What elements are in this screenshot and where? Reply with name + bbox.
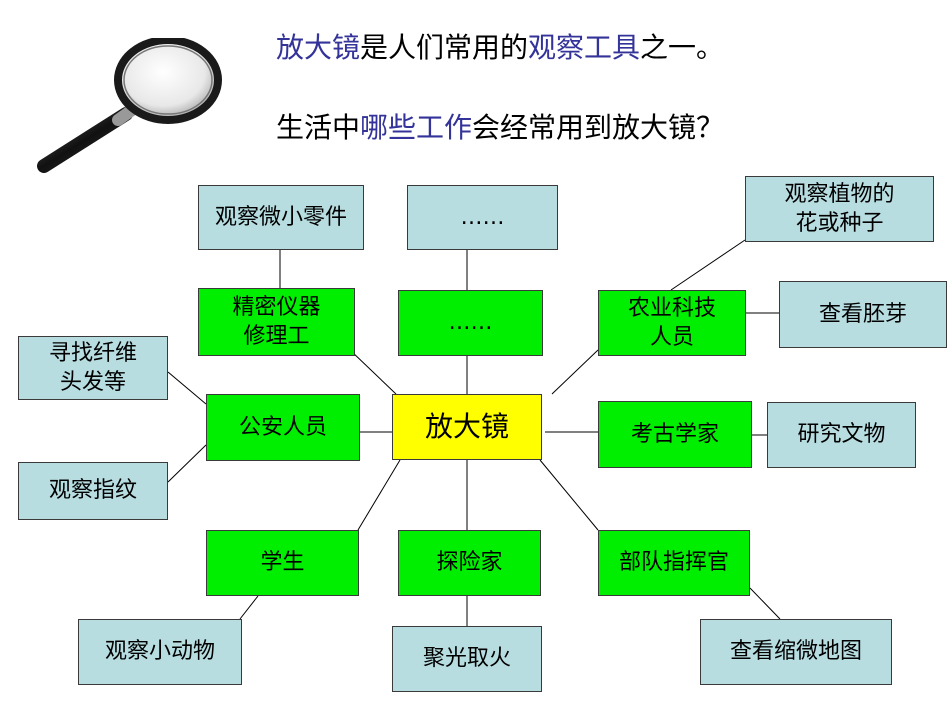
title-line-1: 放大镜是人们常用的观察工具之一。 bbox=[276, 34, 724, 62]
title-highlight-magnifier: 放大镜 bbox=[276, 31, 361, 64]
use-find-fibers: 寻找纤维 头发等 bbox=[18, 336, 168, 400]
connector-line bbox=[167, 371, 207, 405]
question-line: 生活中哪些工作会经常用到放大镜？ bbox=[276, 114, 724, 142]
question-text-end: 会经常用到放大镜？ bbox=[472, 111, 725, 144]
use-unknown: …… bbox=[407, 185, 558, 250]
use-check-microfilm-map: 查看缩微地图 bbox=[700, 619, 892, 685]
occupation-explorer: 探险家 bbox=[398, 530, 541, 596]
connector-line bbox=[167, 444, 207, 483]
connector-line bbox=[670, 239, 746, 291]
connector-line bbox=[551, 349, 599, 395]
use-study-relics: 研究文物 bbox=[767, 402, 916, 468]
occupation-police: 公安人员 bbox=[206, 394, 360, 461]
question-text: 生活中 bbox=[276, 111, 361, 144]
occupation-precision-repairer: 精密仪器 修理工 bbox=[198, 288, 355, 356]
connector-line bbox=[349, 349, 397, 395]
use-check-embryo: 查看胚芽 bbox=[779, 281, 947, 348]
center-node-magnifier: 放大镜 bbox=[392, 394, 542, 460]
title-text-end: 之一。 bbox=[640, 31, 725, 64]
occupation-commander: 部队指挥官 bbox=[598, 530, 750, 596]
connector-line bbox=[749, 587, 781, 620]
occupation-agri-tech: 农业科技 人员 bbox=[598, 290, 746, 356]
connector-line bbox=[357, 459, 401, 531]
connector-line bbox=[539, 459, 599, 531]
use-observe-plants: 观察植物的 花或种子 bbox=[745, 176, 934, 242]
use-observe-fingerprint: 观察指纹 bbox=[18, 462, 168, 520]
use-focus-light-fire: 聚光取火 bbox=[392, 626, 542, 692]
magnifying-glass-icon bbox=[37, 38, 222, 173]
use-observe-small-animals: 观察小动物 bbox=[78, 619, 242, 685]
title-text: 是人们常用的 bbox=[360, 31, 529, 64]
question-highlight-jobs: 哪些工作 bbox=[360, 111, 473, 144]
connector-line bbox=[239, 595, 259, 620]
occupation-student: 学生 bbox=[206, 530, 359, 596]
occupation-archaeologist: 考古学家 bbox=[598, 401, 752, 468]
occupation-unknown: …… bbox=[398, 290, 543, 356]
use-observe-small-parts: 观察微小零件 bbox=[198, 185, 364, 250]
title-highlight-tool: 观察工具 bbox=[528, 31, 641, 64]
